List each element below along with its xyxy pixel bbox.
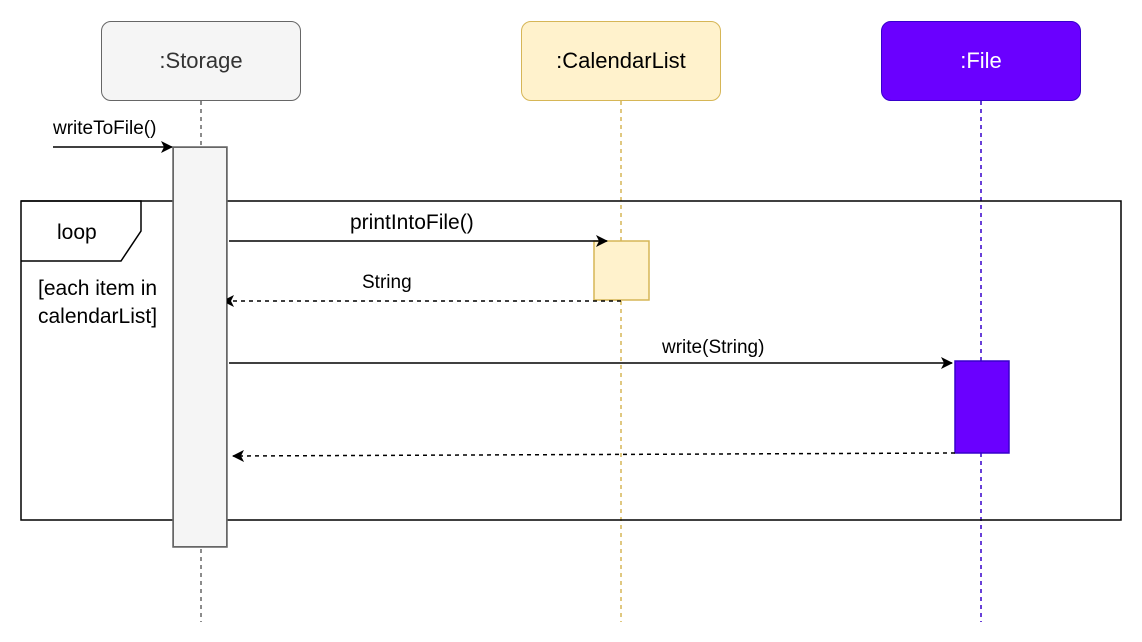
loop-frame-tab bbox=[21, 200, 142, 262]
file-lifeline-box: :File bbox=[881, 21, 1081, 101]
loop-guard-line1: [each item in bbox=[38, 277, 158, 300]
calendarlist-activation bbox=[593, 240, 650, 301]
loop-frame bbox=[20, 200, 1122, 521]
storage-activation-overlay bbox=[173, 147, 227, 547]
storage-label: :Storage bbox=[159, 48, 243, 73]
entry-message-label: writeToFile() bbox=[53, 118, 157, 139]
call-file-label: write(String) bbox=[662, 337, 765, 358]
call-calendarlist-label: printIntoFile() bbox=[350, 211, 474, 234]
calendarlist-lifeline-box: :CalendarList bbox=[521, 21, 721, 101]
return-file-arrow bbox=[232, 449, 956, 462]
file-activation bbox=[954, 360, 1010, 454]
calendarlist-label: :CalendarList bbox=[556, 48, 686, 73]
loop-guard-line2: calendarList] bbox=[38, 305, 158, 328]
file-label: :File bbox=[960, 48, 1002, 73]
loop-label: loop bbox=[57, 221, 97, 244]
return-calendarlist-label: String bbox=[362, 272, 412, 293]
storage-lifeline-box: :Storage bbox=[101, 21, 301, 101]
